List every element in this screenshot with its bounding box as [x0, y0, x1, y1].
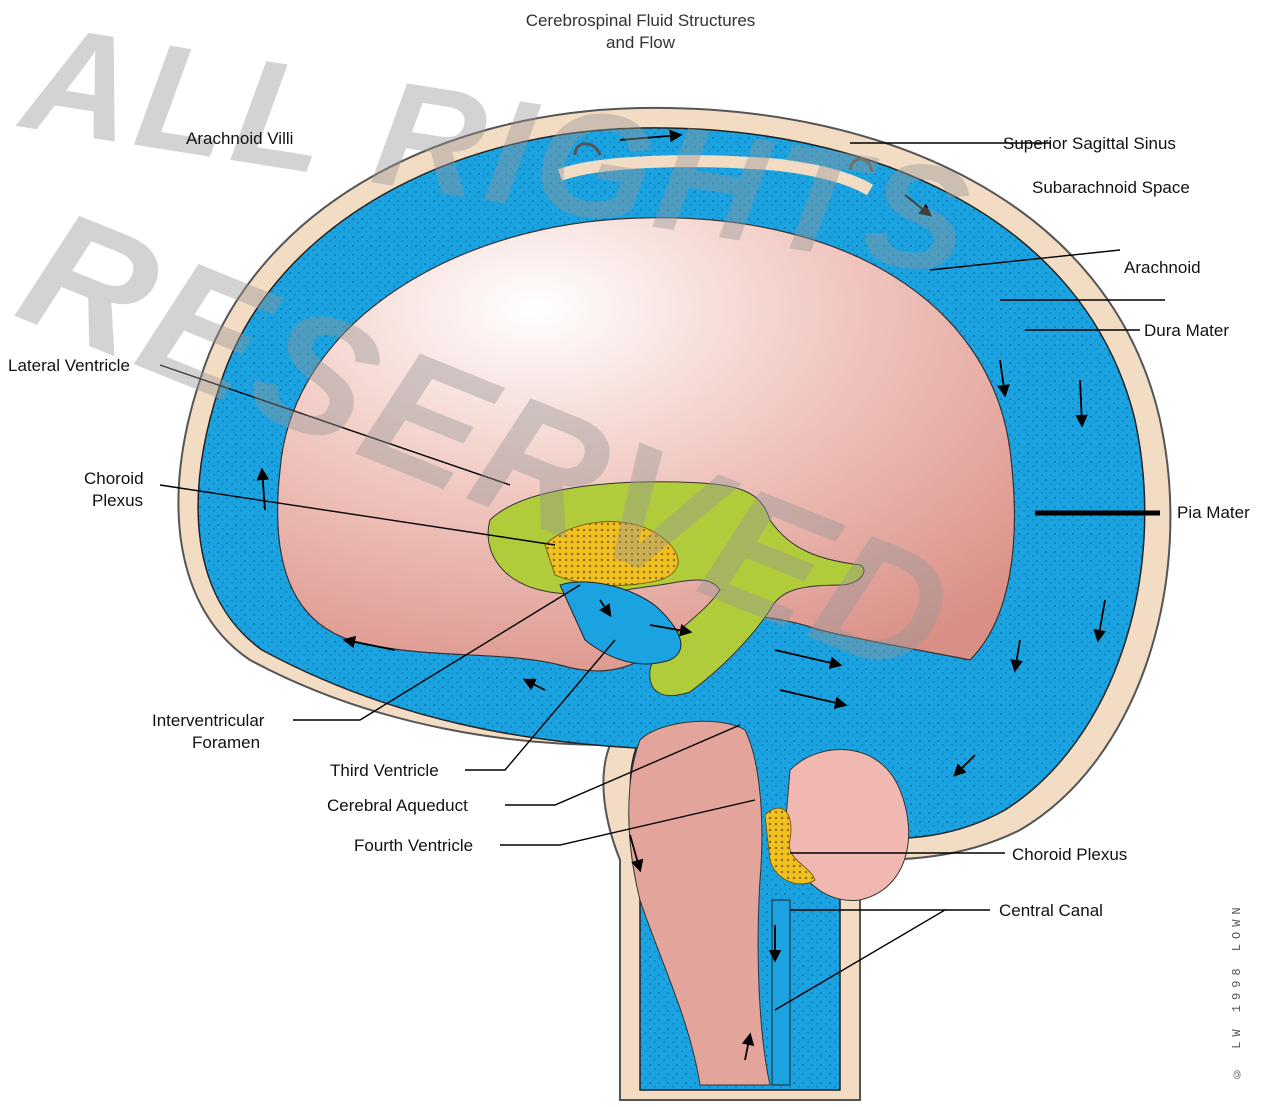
label-subarachnoid-space: Subarachnoid Space — [1032, 177, 1190, 199]
label-interventricular-foramen-1: Interventricular — [152, 710, 264, 732]
label-interventricular-foramen-2: Foramen — [192, 732, 260, 754]
label-fourth-ventricle: Fourth Ventricle — [354, 835, 473, 857]
label-superior-sagittal-sinus: Superior Sagittal Sinus — [1003, 133, 1176, 155]
label-choroid-plexus-left-1: Choroid — [84, 468, 144, 490]
label-lateral-ventricle: Lateral Ventricle — [8, 355, 130, 377]
label-arachnoid-villi: Arachnoid Villi — [186, 128, 293, 150]
label-pia-mater: Pia Mater — [1177, 502, 1250, 524]
label-third-ventricle: Third Ventricle — [330, 760, 439, 782]
label-cerebral-aqueduct: Cerebral Aqueduct — [327, 795, 468, 817]
label-arachnoid: Arachnoid — [1124, 257, 1201, 279]
page-title: Cerebrospinal Fluid Structures and Flow — [0, 10, 1281, 54]
label-choroid-plexus-left-2: Plexus — [92, 490, 143, 512]
side-code-text: © LW 1998 LOWN — [1230, 820, 1254, 1080]
label-dura-mater: Dura Mater — [1144, 320, 1229, 342]
label-central-canal: Central Canal — [999, 900, 1103, 922]
title-line1: Cerebrospinal Fluid Structures — [0, 10, 1281, 32]
label-choroid-plexus-right: Choroid Plexus — [1012, 844, 1127, 866]
title-line2: and Flow — [0, 32, 1281, 54]
